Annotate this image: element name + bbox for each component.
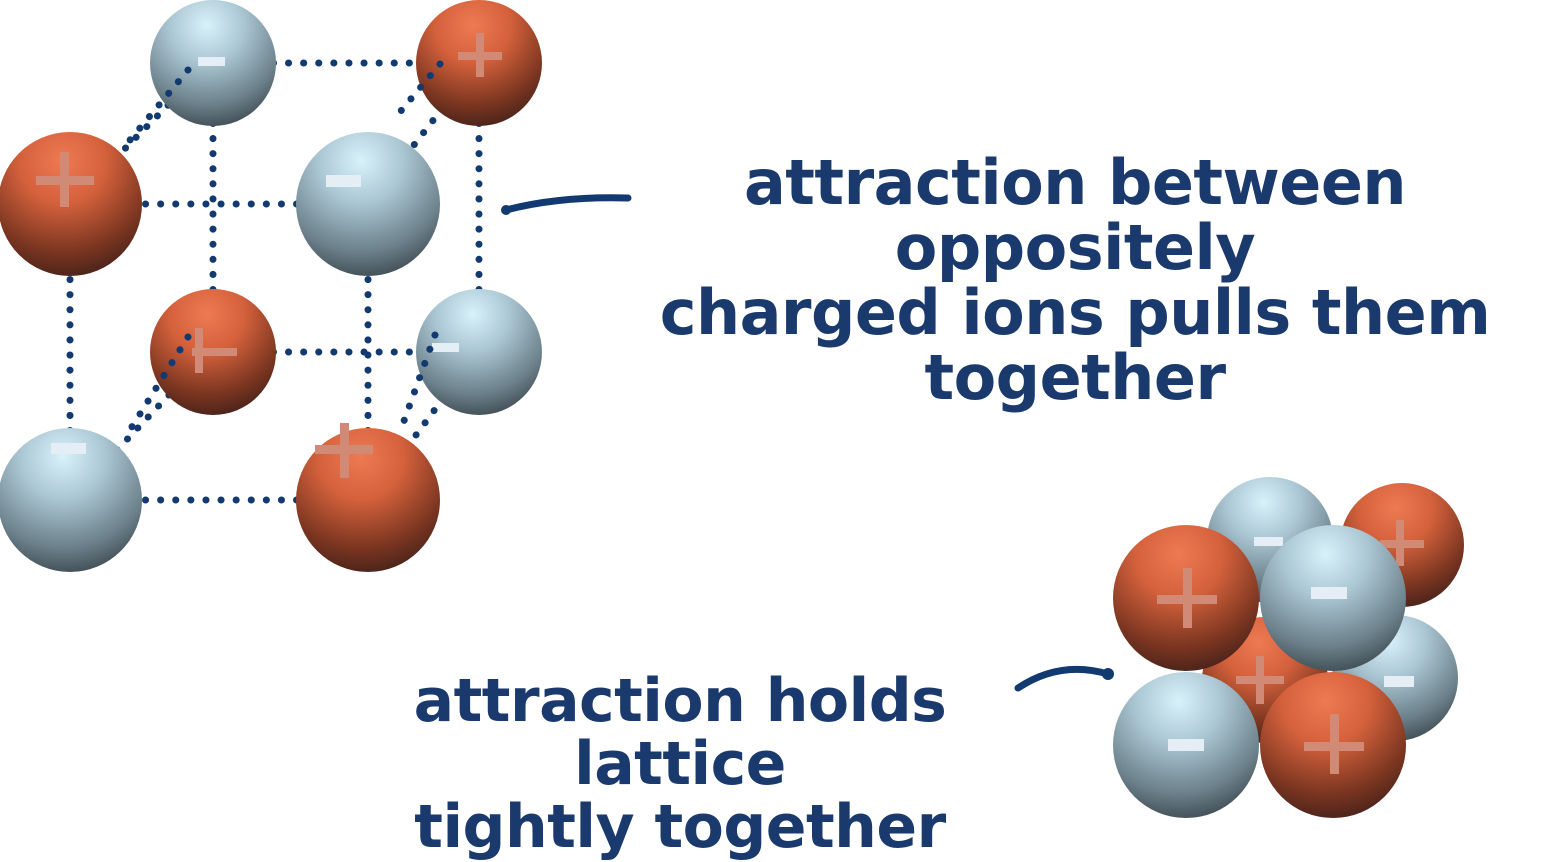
ion-negative <box>1260 525 1406 671</box>
ion-negative <box>296 132 440 276</box>
cluster-attraction-label: attraction holds lattice tightly togethe… <box>330 670 1030 859</box>
cluster-label-line2: tightly together <box>414 792 946 862</box>
ion-negative <box>416 289 542 415</box>
leader-line <box>1014 665 1112 692</box>
cluster-label-line1: attraction holds lattice <box>413 666 947 799</box>
lattice-attraction-label: attraction between oppositely charged io… <box>600 150 1546 410</box>
ion-positive <box>1260 672 1406 818</box>
ion-positive <box>0 132 142 276</box>
lattice-label-line1: attraction between oppositely <box>743 146 1407 285</box>
bond-lines <box>66 59 483 504</box>
ion-positive <box>296 423 440 572</box>
ion-positive <box>150 289 276 415</box>
lattice-label-line2: charged ions pulls them together <box>659 276 1491 415</box>
ion-negative <box>0 428 142 572</box>
bond-lines-front <box>126 60 444 436</box>
ion-positive <box>416 0 542 126</box>
ionic-lattice-diagram <box>0 0 1464 818</box>
leader-line <box>502 194 632 214</box>
ion-negative <box>150 0 276 126</box>
ion-positive <box>1113 525 1259 671</box>
ion-negative <box>1113 672 1259 818</box>
